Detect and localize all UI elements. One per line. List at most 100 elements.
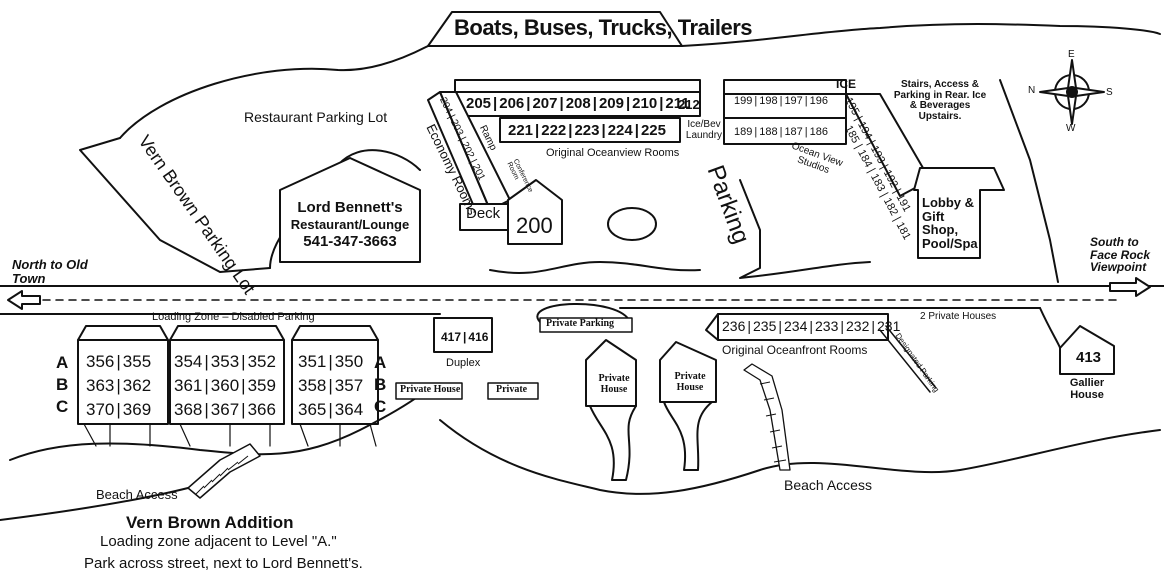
room-224: 224 [607,122,633,139]
private-small-box [487,382,539,400]
vb-left-row-b: 363|362 [86,376,152,395]
room-200: 200 [516,213,553,238]
level-a-left: A [56,353,69,372]
studios-bottom-row: 189| 188| 187| 186 [734,126,829,138]
room-222: 222 [541,122,567,139]
room-210: 210 [632,95,658,112]
oceanfront-row: 236| 235| 234| 233| 232| 231 [722,318,901,334]
room-416: 416 [468,330,489,344]
vb-right-row-b: 358|357 [298,376,364,395]
room-205: 205 [466,95,492,112]
vern-brown-addition-title: Vern Brown Addition [126,513,294,532]
level-c-right: C [374,397,387,416]
room-234: 234 [784,318,808,334]
loading-zone-label: Loading Zone – Disabled Parking [152,311,315,323]
compass-n: N [1028,85,1036,96]
vb-left-row-c: 370|369 [86,400,152,419]
private-house-1-label: Private House [598,373,630,395]
vb-middle-row-a: 354|353|352 [174,352,276,371]
level-c-left: C [56,397,69,416]
room-186: 186 [809,126,829,138]
level-b-right: B [374,375,387,394]
oceanfront-label: Original Oceanfront Rooms [722,343,868,357]
vern-brown-addition-line2: Park across street, next to Lord Bennett… [84,555,363,572]
private-house-2-label: Private House [674,371,706,393]
private-house-left-label: Private House [400,384,461,395]
oceanview-bottom-row: 221| 222| 223| 224| 225 [508,122,666,139]
stairs-note: Stairs, Access & Parking in Rear. Ice & … [893,79,987,122]
beach-access-stairs-left [187,443,261,499]
room-208: 208 [565,95,591,112]
beach-access-stairs-right [743,363,791,471]
private-small-label: Private [496,384,528,395]
room-189: 189 [734,126,753,138]
vern-brown-building-left [77,339,169,425]
ice-studios-label: ICE [836,77,857,91]
restaurant-phone: 541-347-3663 [303,233,397,250]
room-236: 236 [722,318,746,334]
compass-s: S [1106,87,1113,98]
room-231: 231 [877,318,901,334]
compass-w: W [1066,123,1076,134]
private-house-left-box [395,382,463,400]
vern-brown-building-middle [169,339,285,425]
room-417: 417 [441,330,462,344]
direction-north: North to Old Town [12,257,88,286]
room-211: 211 [665,95,690,112]
duplex-building [433,317,493,353]
room-197: 197 [784,95,803,107]
restaurant-parking-lot-label: Restaurant Parking Lot [244,109,388,125]
level-b-left: B [56,375,69,394]
room-206: 206 [499,95,525,112]
vb-left-row-a: 356|355 [86,352,152,371]
vern-brown-addition-line1: Loading zone adjacent to Level "A." [100,533,337,550]
room-212: 212 [678,97,700,112]
gallier-number: 413 [1076,349,1102,366]
room-235: 235 [753,318,777,334]
east-lot-edge [999,79,1059,283]
lobby-label: Lobby & Gift Shop, Pool/Spa [922,195,978,251]
room-232: 232 [846,318,870,334]
property-boundary [119,23,1161,139]
restaurant-name: Lord Bennett's [297,199,403,216]
oceanfront-building [717,313,889,341]
vb-right-row-c: 365|364 [298,400,364,419]
banner-label: Boats, Buses, Trucks, Trailers [454,15,753,40]
room-221: 221 [508,122,534,139]
gallier-house-building [1059,325,1115,375]
two-private-houses-label: 2 Private Houses [920,311,997,322]
oceanview-top-row: 205| 206| 207| 208| 209| 210| 211 [466,95,690,112]
deck-label: Deck [466,205,501,222]
south-arrow [1109,277,1151,297]
banner-outline [427,11,683,47]
north-lot-edge [79,137,271,273]
oceanview-rooms-label: Original Oceanview Rooms [546,147,680,159]
room-198: 198 [759,95,778,107]
parking-curve [739,179,871,279]
room-188: 188 [759,126,778,138]
beach-access-right-label: Beach Access [784,477,872,493]
compass-e: E [1068,49,1075,60]
room-196: 196 [809,95,829,107]
private-parking-sign [539,317,633,333]
vb-middle-row-c: 368|367|366 [174,400,276,419]
duplex-label: Duplex [446,357,481,369]
vb-middle-row-b: 361|360|359 [174,376,276,395]
center-lot-edge [489,261,701,274]
room-207: 207 [532,95,558,112]
room-187: 187 [784,126,803,138]
ice-laundry-label: Ice/Bev Laundry [685,119,723,141]
beach-access-left-label: Beach Access [96,487,178,502]
private-parking-label: Private Parking [546,318,615,329]
restaurant-building [279,157,421,263]
room-233: 233 [815,318,839,334]
level-a-right: A [374,353,387,372]
duplex-units: 417|416 [441,330,489,344]
restaurant-type: Restaurant/Lounge [290,217,410,232]
gallier-label: Gallier House [1069,377,1105,401]
vb-right-row-a: 351|350 [298,352,364,371]
room-223: 223 [574,122,600,139]
room-225: 225 [640,122,666,139]
north-arrow [7,290,41,310]
